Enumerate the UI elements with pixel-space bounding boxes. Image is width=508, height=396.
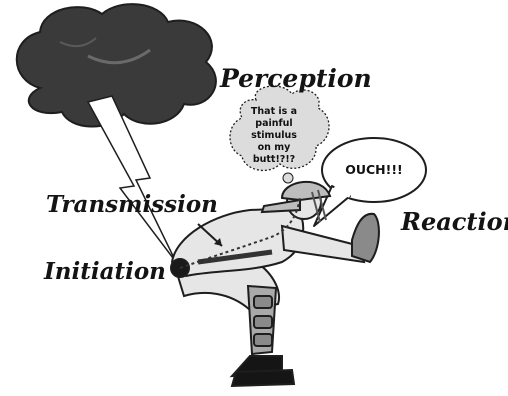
speech-bubble-shape [313,137,427,227]
speech-bubble-text: OUCH!!! [345,162,403,177]
thought-line: on my [257,142,291,153]
nerve-pathway [179,195,301,269]
thought-line: That is a [250,106,298,117]
lightning-bolt [86,95,177,263]
reaction-label: Reaction [401,207,508,236]
transmission-label: Transmission [46,191,218,218]
initiation-label: Initiation [44,258,166,285]
thought-bubble-text: That is a painful stimulus on my butt!?!… [234,106,314,166]
thought-line: stimulus [251,130,297,141]
thought-line: painful [255,118,293,129]
perception-label: Perception [220,64,372,93]
thought-line: butt!?!? [252,154,296,165]
pointer-arrowhead [214,238,222,246]
storm-cloud [15,3,217,128]
